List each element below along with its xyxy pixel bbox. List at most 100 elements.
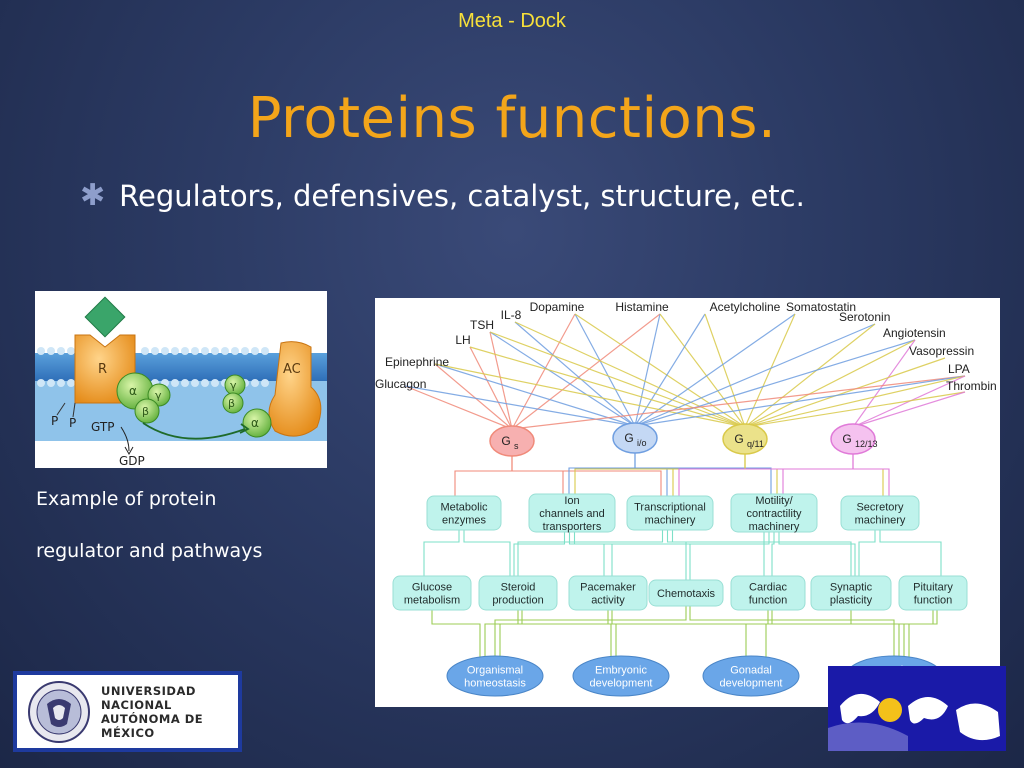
effector-box-1-line-2: enzymes	[442, 515, 487, 527]
effector-box-1-line-1: Metabolic	[440, 502, 488, 514]
effector-box-2-line-2: channels and	[539, 508, 604, 520]
ac-label: AC	[283, 362, 301, 377]
function-box-4: Chemotaxis	[648, 579, 724, 607]
outcome-node-3-line-1: Gonadal	[730, 665, 772, 677]
ligand-tsh: TSH	[470, 318, 494, 332]
effector-box-2-line-1: Ion	[564, 495, 579, 507]
receptor-label: R	[98, 362, 107, 377]
unam-logo: UNIVERSIDAD NACIONAL AUTÓNOMA DE MÉXICO	[13, 671, 242, 752]
gamma-label-2: γ	[230, 379, 237, 392]
ligand-epinephrine: Epinephrine	[385, 355, 449, 369]
ligand-angiotensin: Angiotensin	[883, 326, 946, 340]
function-box-1-line-2: metabolism	[404, 595, 460, 607]
alpha-label: α	[129, 384, 137, 398]
alpha-label-2: α	[251, 416, 259, 430]
unam-seal-icon	[28, 680, 90, 743]
bullet-text: Regulators, defensives, catalyst, struct…	[119, 178, 805, 213]
beta-label-2: β	[228, 397, 235, 410]
meta-dock-logo-icon	[828, 666, 1006, 751]
bullet-item: ✱ Regulators, defensives, catalyst, stru…	[80, 178, 805, 213]
ligand-glucagon: Glucagon	[375, 377, 426, 391]
ligand-dopamine: Dopamine	[530, 300, 585, 314]
ligand-histamine: Histamine	[615, 300, 669, 314]
p2-label: P	[69, 416, 76, 430]
effector-box-4-line-3: machinery	[749, 521, 800, 533]
effector-box-5-line-2: machinery	[855, 515, 906, 527]
gq-node-label: G	[734, 432, 743, 446]
ligand-thrombin: Thrombin	[946, 379, 997, 393]
function-box-5-line-2: function	[749, 595, 788, 607]
effector-box-5-line-1: Secretory	[856, 502, 904, 514]
function-box-3-line-1: Pacemaker	[580, 582, 636, 594]
outcome-node-2-line-1: Embryonic	[595, 665, 647, 677]
beta-label: β	[142, 405, 149, 418]
function-box-6-line-2: plasticity	[830, 595, 873, 607]
ligand-il-8: IL-8	[501, 308, 522, 322]
function-box-1-line-1: Glucose	[412, 582, 452, 594]
g12-node-subscript: 12/13	[855, 439, 878, 449]
unam-line-3: AUTÓNOMA DE	[101, 711, 204, 726]
gio-node-subscript: i/o	[637, 438, 647, 448]
function-box-2-line-2: production	[492, 595, 543, 607]
protein-regulator-figure: R α γ β γ β AC α P P GTP GDP	[35, 291, 327, 468]
pathway-svg: Dopamine Histamine Acetylcholine Somatostat…	[375, 300, 997, 697]
effector-box-4-line-2: contractility	[746, 508, 802, 520]
caption-line-2: regulator and pathways	[36, 540, 263, 562]
asterisk-bullet-icon: ✱	[80, 178, 106, 213]
ligand-lh: LH	[455, 333, 470, 347]
unam-name: UNIVERSIDAD NACIONAL AUTÓNOMA DE MÉXICO	[101, 684, 203, 740]
gtp-label: GTP	[91, 420, 114, 434]
caption-line-1: Example of protein	[36, 488, 217, 510]
slide-title: Proteins functions.	[247, 86, 777, 151]
effector-box-3-line-1: Transcriptional	[634, 502, 706, 514]
unam-line-2: NACIONAL	[101, 697, 172, 712]
unam-line-1: UNIVERSIDAD	[101, 683, 196, 698]
gs-node-label: G	[501, 434, 510, 448]
outcome-node-1-line-1: Organismal	[467, 665, 523, 677]
outcome-node-2-line-2: development	[590, 678, 653, 690]
gio-node-label: G	[624, 431, 633, 445]
effector-box-2-line-3: transporters	[543, 521, 602, 533]
outcome-node-1-line-2: homeostasis	[464, 678, 526, 690]
ligand-somatostatin: Somatostatin	[786, 300, 856, 314]
effector-box-3-line-2: machinery	[645, 515, 696, 527]
pathway-connectors	[404, 313, 966, 658]
ligand-serotonin: Serotonin	[839, 310, 890, 324]
gdp-label: GDP	[119, 454, 145, 468]
gq-node-subscript: q/11	[747, 439, 764, 449]
function-box-7-line-2: function	[914, 595, 953, 607]
gamma-label: γ	[155, 389, 162, 402]
function-box-4-line-1: Chemotaxis	[657, 588, 716, 600]
slide-header: Meta - Dock	[458, 10, 566, 32]
g-protein-illustration: R α γ β γ β AC α P P GTP GDP	[35, 291, 327, 468]
outcome-node-3-line-2: development	[720, 678, 783, 690]
function-box-5-line-1: Cardiac	[749, 582, 787, 594]
unam-line-4: MÉXICO	[101, 725, 155, 740]
gs-node-subscript: s	[514, 441, 519, 451]
function-box-7-line-1: Pituitary	[913, 582, 953, 594]
ligand-acetylcholine: Acetylcholine	[710, 300, 781, 314]
function-box-3-line-2: activity	[591, 595, 625, 607]
g12-node: G 12/13	[830, 423, 878, 455]
ligand-lpa: LPA	[948, 362, 970, 376]
p1-label: P	[51, 414, 58, 428]
signaling-pathway-diagram: Dopamine Histamine Acetylcholine Somatostat…	[375, 298, 1000, 707]
g12-node-label: G	[842, 432, 851, 446]
